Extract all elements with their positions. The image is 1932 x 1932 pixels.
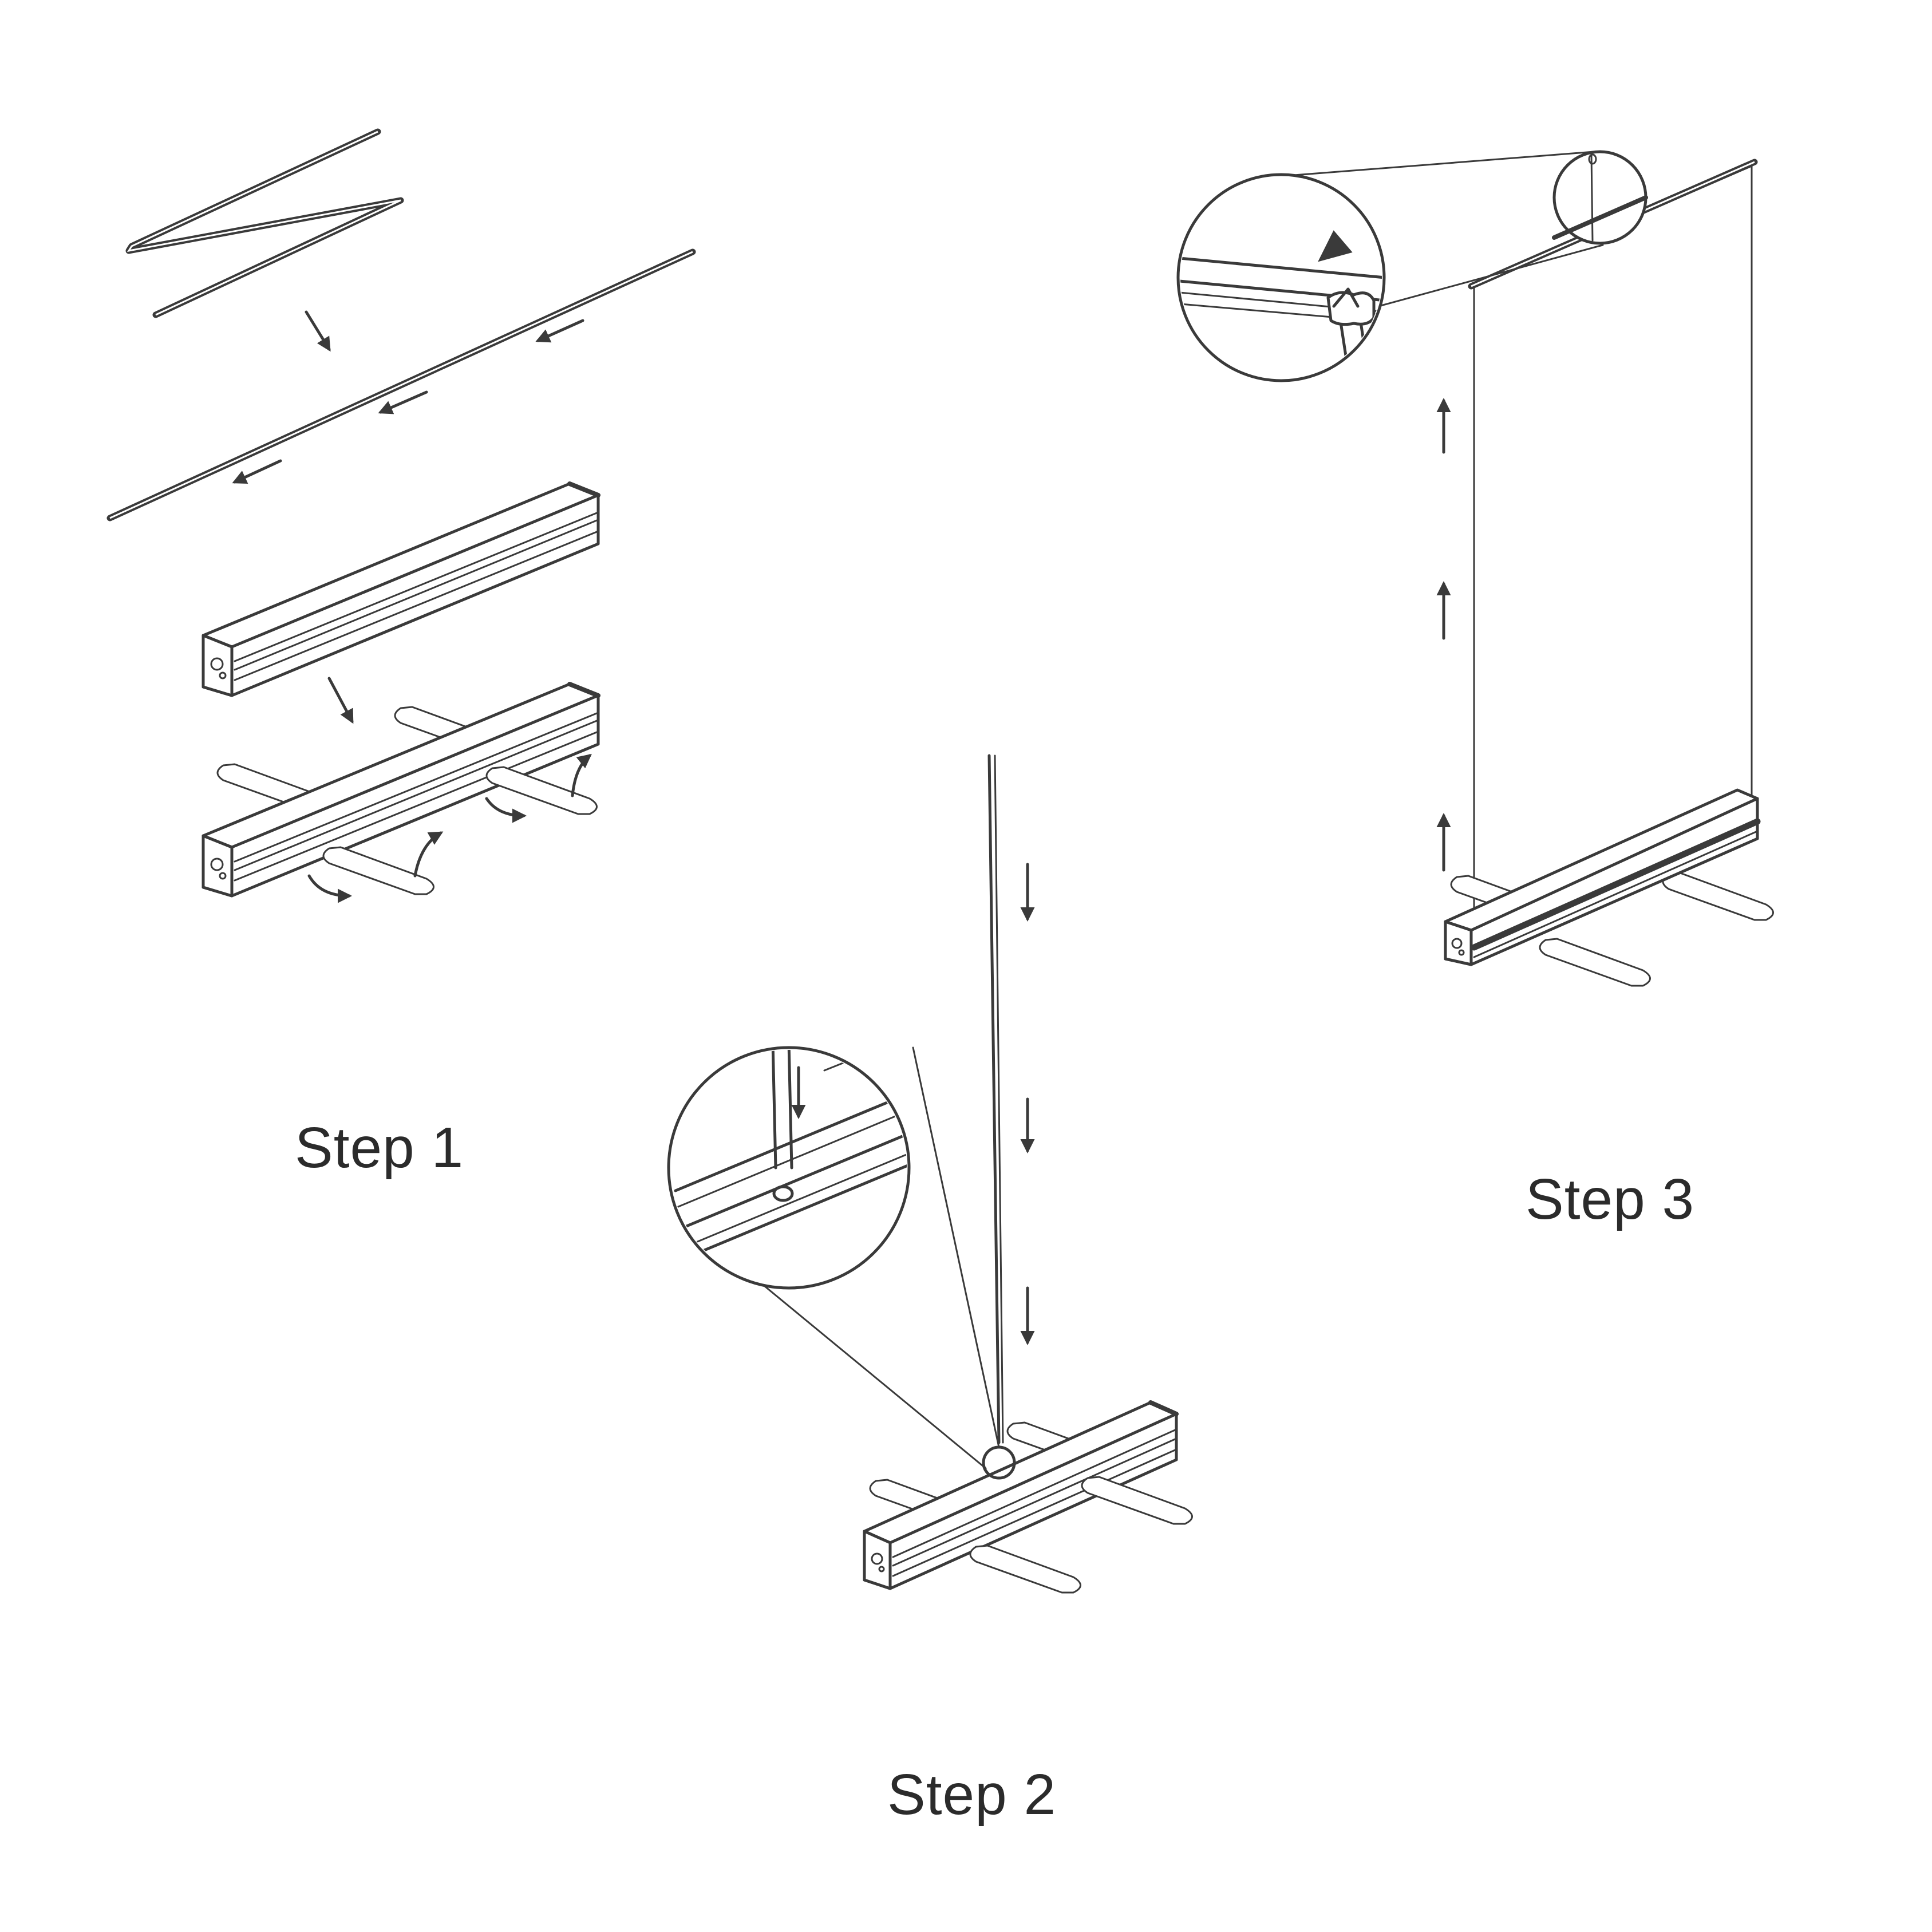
base-cassette-icon <box>863 1400 1179 1590</box>
pole-icon <box>987 754 1004 1444</box>
foot-icon <box>1081 1476 1193 1525</box>
arrow-icon <box>485 797 527 823</box>
folded-pole-icon <box>125 128 404 318</box>
arrow-icon <box>378 390 428 414</box>
arrow-icon <box>327 677 354 724</box>
base-cassette-icon <box>1444 788 1761 966</box>
foot-icon <box>969 1544 1081 1594</box>
arrow-icon <box>413 831 444 878</box>
step-1-label: Step 1 <box>295 1116 464 1180</box>
step-2-label: Step 2 <box>887 1763 1057 1827</box>
arrow-icon <box>535 319 584 343</box>
step-3-label: Step 3 <box>1526 1167 1695 1231</box>
magnifier-detail-icon <box>667 1046 911 1290</box>
step3-illustration <box>1176 150 1774 987</box>
foot-icon <box>485 766 598 815</box>
pole-icon <box>106 248 696 521</box>
step2-illustration <box>667 754 1193 1594</box>
arrow-icon <box>307 874 352 903</box>
foot-icon <box>1539 938 1651 987</box>
step1-illustration <box>106 128 696 903</box>
arrow-icon <box>232 459 282 484</box>
base-cassette-icon <box>203 484 598 696</box>
arrow-icon <box>571 753 592 797</box>
foot-icon <box>1662 872 1774 921</box>
magnifier-detail-icon <box>1176 173 1386 382</box>
arrow-icon <box>305 310 331 352</box>
